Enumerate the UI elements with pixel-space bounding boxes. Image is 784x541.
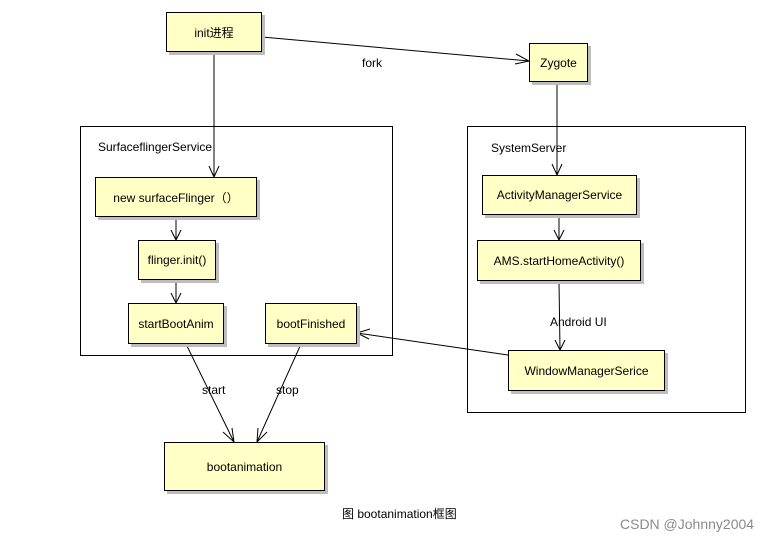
edge-wms-bootfinished: [356, 332, 509, 356]
arrowhead-zygote: [514, 53, 531, 65]
edge-init-zygote: [261, 36, 530, 62]
stop-edge-label: stop: [276, 383, 299, 397]
start-boot-anim-node: startBootAnim: [128, 303, 224, 344]
ams-start-home-activity-node: AMS.startHomeActivity(): [477, 240, 641, 281]
flinger-init-node: flinger.init(): [138, 240, 216, 280]
fork-edge-label: fork: [362, 56, 383, 70]
arrowhead-bootfinished: [355, 328, 371, 340]
init-process-node: init进程: [166, 12, 262, 52]
zygote-node: Zygote: [529, 43, 588, 82]
edge-starthome-wms: [558, 280, 561, 351]
systemserver-title: SystemServer: [491, 141, 567, 155]
boot-finished-node: bootFinished: [265, 303, 357, 344]
figure-caption: 图 bootanimation框图: [342, 507, 457, 521]
android-ui-edge-label: Android UI: [550, 315, 607, 329]
window-manager-serice-node: WindowManagerSerice: [508, 350, 665, 391]
activity-manager-service-node: ActivityManagerService: [482, 175, 637, 215]
bootanimation-node: bootanimation: [164, 442, 325, 491]
surfaceflinger-service-title: SurfaceflingerService: [98, 140, 213, 154]
edge-startbootanim-bootanimation: [185, 343, 235, 443]
csdn-watermark: CSDN @Johnny2004: [620, 516, 755, 532]
new-surfaceflinger-node: new surfaceFlinger（）: [95, 177, 257, 217]
edge-bootfinished-bootanimation: [256, 343, 302, 443]
start-edge-label: start: [202, 383, 226, 397]
